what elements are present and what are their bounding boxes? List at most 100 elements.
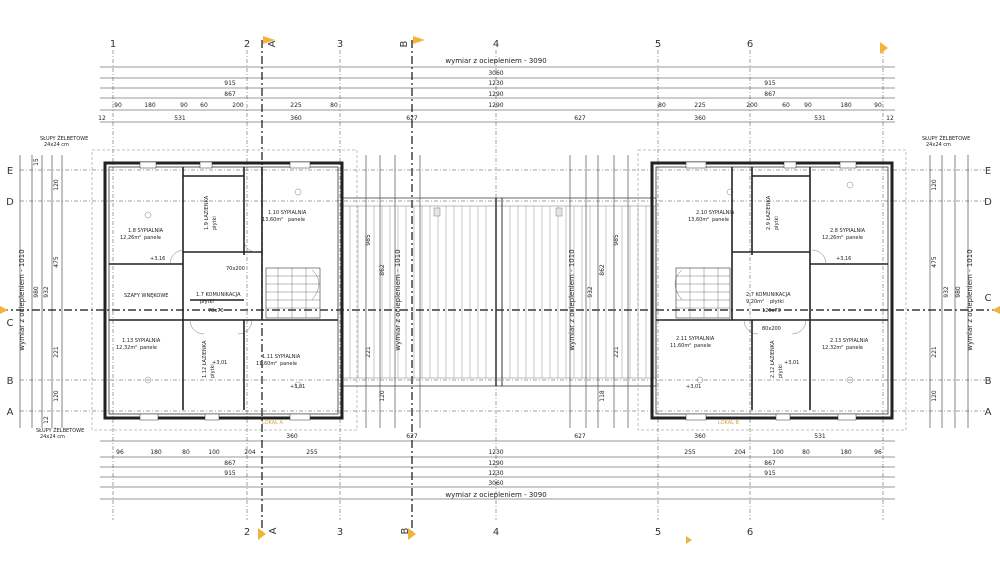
svg-text:225: 225: [694, 102, 706, 109]
svg-text:12,26m²: 12,26m²: [120, 235, 141, 241]
axis-bottom-2: 2: [244, 527, 250, 538]
axis-left-D: D: [6, 197, 14, 208]
svg-text:panele: panele: [144, 235, 161, 241]
svg-text:panele: panele: [694, 343, 711, 349]
overall-height-label: wymiar z ociepleniem - 1010: [18, 249, 26, 350]
axis-top-1: 1: [110, 39, 116, 50]
svg-text:SZAFY WNĘKOWE: SZAFY WNĘKOWE: [124, 293, 168, 299]
svg-text:płytki: płytki: [774, 216, 780, 230]
axis-right-D: D: [984, 197, 992, 208]
svg-text:90: 90: [804, 102, 812, 109]
svg-text:1290: 1290: [488, 102, 503, 109]
svg-text:1230: 1230: [488, 470, 503, 477]
svg-text:867: 867: [224, 460, 236, 467]
axis-left-B: B: [7, 376, 14, 387]
section-marker-B-top: [413, 36, 425, 44]
svg-text:867: 867: [764, 91, 776, 98]
svg-text:531: 531: [814, 115, 826, 122]
bottom-dimensions: 360 627 627 360 531 96 180 80 100 204 25…: [36, 427, 895, 500]
left-dimensions: wymiar z ociepleniem - 1010 980 932 475 …: [18, 155, 63, 428]
right-room-2-8: 2.8 SYPIALNIA 12,26m² panele: [822, 181, 866, 241]
svg-text:221: 221: [53, 346, 60, 358]
svg-text:80: 80: [658, 102, 666, 109]
svg-text:862: 862: [379, 264, 386, 276]
svg-text:80: 80: [330, 102, 338, 109]
left-room-1-13: 1.13 SYPIALNIA 12,32m² panele: [116, 338, 161, 384]
left-room-1-8: 1.8 SYPIALNIA 12,26m² panele: [120, 211, 164, 241]
left-unit-label: LOKAL A: [262, 420, 284, 426]
svg-text:12,32m²: 12,32m²: [116, 345, 137, 351]
svg-text:980: 980: [33, 286, 40, 298]
left-level-3: +3,01: [212, 360, 227, 366]
svg-text:9,20m²: 9,20m²: [746, 299, 764, 305]
svg-text:1230: 1230: [488, 449, 503, 456]
svg-text:932: 932: [943, 286, 950, 298]
svg-text:1.7 KOMUNIKACJA: 1.7 KOMUNIKACJA: [196, 292, 241, 298]
left-level-1: +3,16: [150, 256, 165, 262]
axis-bottom-6: 6: [747, 527, 753, 538]
svg-text:867: 867: [224, 91, 236, 98]
svg-text:80: 80: [182, 449, 190, 456]
svg-text:120: 120: [931, 390, 938, 402]
right-level-2: +3,01: [686, 384, 701, 390]
svg-text:120: 120: [53, 179, 60, 191]
svg-text:60: 60: [200, 102, 208, 109]
axis-bottom-3: 3: [337, 527, 343, 538]
svg-text:120x70: 120x70: [762, 308, 781, 314]
top-axis-labels: 1 2 A 3 B 4 5 6: [110, 36, 888, 54]
svg-text:221: 221: [613, 346, 620, 358]
central-roof-area: [341, 197, 657, 387]
overall-height-label-right: wymiar z ociepleniem - 1010: [966, 249, 974, 350]
right-room-2-7: 2.7 KOMUNIKACJA 9,20m² płytki: [746, 292, 791, 305]
svg-text:120: 120: [931, 179, 938, 191]
svg-text:70x200: 70x200: [226, 266, 245, 272]
left-level-2: +3,01: [290, 384, 305, 390]
axis-top-A: A: [267, 40, 278, 47]
svg-text:1.11 SYPIALNIA: 1.11 SYPIALNIA: [262, 354, 301, 360]
svg-text:225: 225: [290, 102, 302, 109]
roof-drain-right: [555, 207, 563, 217]
svg-text:180: 180: [150, 449, 162, 456]
svg-text:12: 12: [98, 115, 106, 122]
svg-text:120: 120: [53, 390, 60, 402]
dim-3060-top: 3060: [488, 70, 503, 77]
column-label-top-right: SŁUPY ŻELBETOWE: [922, 135, 970, 142]
svg-text:255: 255: [684, 449, 696, 456]
svg-text:531: 531: [174, 115, 186, 122]
svg-text:180: 180: [840, 449, 852, 456]
svg-text:13,60m²: 13,60m²: [688, 217, 709, 223]
svg-text:90: 90: [114, 102, 122, 109]
right-room-2-10: 2.10 SYPIALNIA 13,60m² panele: [688, 188, 735, 223]
axis-top-B: B: [399, 40, 410, 47]
axis-top-2: 2: [244, 39, 250, 50]
svg-text:13,60m²: 13,60m²: [262, 217, 283, 223]
svg-text:475: 475: [53, 256, 60, 268]
axis-bottom-A: A: [268, 527, 279, 534]
axis-left-C: C: [7, 318, 14, 329]
svg-text:24x24 cm: 24x24 cm: [926, 142, 951, 148]
right-room-2-9: 2.9 ŁAZIENKA płytki: [766, 195, 780, 230]
svg-text:80: 80: [802, 449, 810, 456]
svg-text:12,32m²: 12,32m²: [822, 345, 843, 351]
svg-text:96: 96: [116, 449, 124, 456]
svg-text:862: 862: [599, 264, 606, 276]
bottom-axis-labels: 2 A 3 B 4 5 6: [244, 527, 753, 544]
axis-bottom-4: 4: [493, 527, 499, 538]
svg-text:180: 180: [144, 102, 156, 109]
svg-text:915: 915: [764, 470, 776, 477]
svg-text:627: 627: [406, 115, 418, 122]
svg-text:100: 100: [772, 449, 784, 456]
axis-right-A: A: [985, 407, 992, 418]
svg-text:255: 255: [306, 449, 318, 456]
svg-text:915: 915: [224, 470, 236, 477]
axis-top-4: 4: [493, 39, 499, 50]
top-dimensions: wymiar z ociepleniem - 3090 3060 915 123…: [40, 57, 970, 148]
axis-left-E: E: [7, 166, 13, 177]
left-room-1-9: 1.9 ŁAZIENKA płytki: [204, 195, 218, 230]
svg-text:60: 60: [782, 102, 790, 109]
svg-text:płytki: płytki: [200, 299, 214, 305]
svg-text:1.13 SYPIALNIA: 1.13 SYPIALNIA: [122, 338, 161, 344]
svg-text:204: 204: [734, 449, 746, 456]
svg-text:475: 475: [931, 256, 938, 268]
